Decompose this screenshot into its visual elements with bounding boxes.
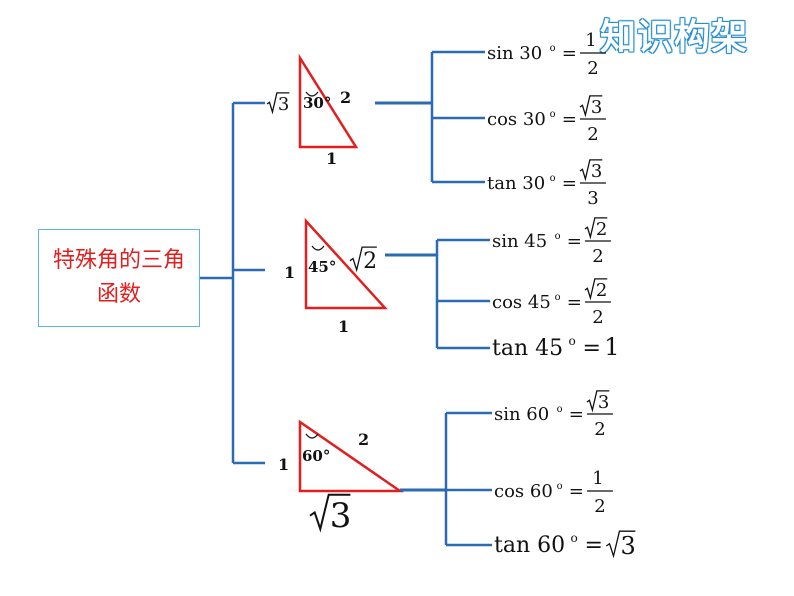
equals-sign: = [569, 404, 584, 425]
degree-mark: o [557, 404, 563, 415]
formula-tan-60: tan 60 o = [494, 531, 603, 558]
triangle-1 [298, 53, 359, 149]
formula-function: sin 45 [492, 231, 547, 252]
formula-function: tan 60 [494, 533, 565, 558]
side-right-label: 2 [358, 430, 369, 449]
radical-sign [584, 278, 608, 301]
formula-cos-60: cos 60 o = 1 2 [494, 468, 613, 517]
formula-function: sin 30 [487, 43, 542, 64]
radical-sign [266, 92, 290, 115]
formula-sin-45: sin 45 o = 2 [492, 231, 611, 267]
fraction-denominator: 2 [592, 246, 603, 267]
radical-sign [586, 390, 610, 413]
angle-arc [311, 245, 325, 251]
angle-label: 60° [302, 447, 330, 465]
equals-sign: = [567, 292, 582, 313]
formula-function: cos 30 [487, 109, 546, 130]
equals-sign: = [562, 173, 577, 194]
fraction-denominator: 3 [587, 188, 598, 209]
fraction-numerator: 2 [584, 278, 608, 301]
formula-function: cos 45 [492, 292, 551, 313]
formula-value: 3 [605, 530, 636, 560]
side-bottom-label: 1 [338, 317, 349, 336]
fraction-numerator: 1 [585, 30, 596, 51]
equals-sign: = [582, 336, 600, 361]
formula-value: 1 [604, 333, 619, 361]
radical-value: 2 [596, 219, 607, 240]
radical-value: 3 [620, 532, 635, 560]
fraction-numerator: 3 [579, 95, 603, 118]
radical-sign [605, 530, 636, 559]
radical-sign [309, 493, 351, 533]
side-bottom-label: 1 [326, 149, 337, 168]
angle-label: 45° [308, 258, 336, 276]
equals-sign: = [562, 109, 577, 130]
side-left-label: 3 [266, 92, 290, 115]
fraction-numerator: 2 [584, 217, 608, 240]
formula-function: cos 60 [494, 481, 553, 502]
formula-function: tan 30 [487, 173, 545, 194]
equals-sign: = [569, 481, 584, 502]
degree-mark: o [550, 43, 556, 54]
formula-cos-30: cos 30 o = 2 [487, 109, 606, 145]
fraction-denominator: 2 [587, 124, 598, 145]
angle-arc [305, 91, 319, 97]
degree-mark: o [569, 334, 576, 348]
degree-mark: o [555, 292, 561, 303]
root-node: 特殊角的三角函数 [38, 229, 200, 327]
formula-function: tan 45 [492, 336, 563, 361]
radical-sign [579, 95, 603, 118]
formula-sin-60: sin 60 o = 2 [494, 404, 613, 440]
side-bottom-label: 3 [309, 493, 352, 536]
side-left-label: 1 [278, 455, 289, 474]
radical-value: 3 [330, 496, 352, 536]
side-right-label: 2 [340, 88, 351, 107]
angle-label: 30° [303, 94, 331, 112]
fraction-denominator: 2 [587, 58, 598, 79]
radical-sign [584, 217, 608, 240]
fraction-denominator: 2 [592, 307, 603, 328]
formula-cos-45: cos 45 o = 2 [492, 292, 611, 328]
fraction-denominator: 2 [594, 496, 605, 517]
degree-mark: o [571, 531, 578, 545]
radical-value: 2 [363, 249, 377, 274]
degree-mark: o [557, 481, 563, 492]
equals-sign: = [584, 533, 602, 558]
radical-value: 3 [591, 97, 602, 118]
equals-sign: = [562, 43, 577, 64]
radical-value: 3 [591, 161, 602, 182]
triangle-2 [304, 217, 388, 310]
formula-tan-45: tan 45 o =1 [492, 333, 620, 361]
fraction-denominator: 2 [594, 419, 605, 440]
fraction-numerator: 3 [586, 390, 610, 413]
degree-mark: o [550, 109, 556, 120]
triangle-3 [298, 419, 405, 493]
side-right-label: 2 [349, 246, 377, 274]
formula-tan-30: tan 30 o = 3 [487, 173, 606, 209]
radical-sign [579, 159, 603, 182]
radical-value: 3 [598, 392, 609, 413]
radical-value: 2 [596, 280, 607, 301]
degree-mark: o [550, 173, 556, 184]
page-title: 知识构架 [600, 17, 749, 58]
formula-function: sin 60 [494, 404, 549, 425]
radical-sign [349, 246, 377, 273]
angle-arc [305, 433, 319, 439]
radical-value: 3 [278, 94, 289, 115]
fraction-numerator: 1 [592, 468, 603, 489]
formula-sin-30: sin 30 o = 1 2 [487, 30, 606, 79]
degree-mark: o [555, 231, 561, 242]
side-left-label: 1 [284, 263, 295, 282]
fraction-numerator: 3 [579, 159, 603, 182]
equals-sign: = [567, 231, 582, 252]
